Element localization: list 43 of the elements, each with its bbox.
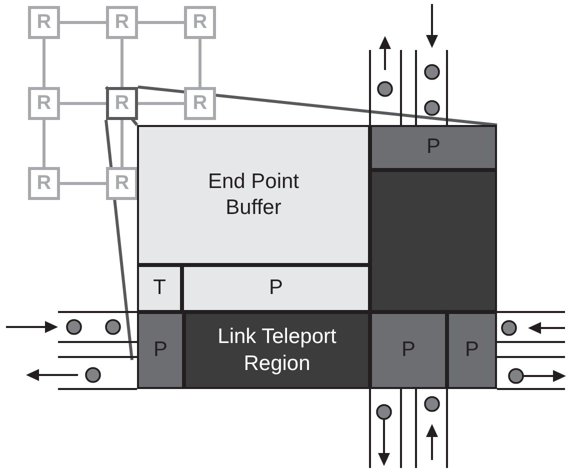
router-label: R xyxy=(114,91,130,116)
port-region xyxy=(137,312,184,389)
port-label: P xyxy=(464,337,479,364)
router-label: R xyxy=(114,171,130,196)
router-label: R xyxy=(36,91,52,116)
router-box xyxy=(106,167,138,200)
router-box xyxy=(28,167,60,200)
port-label: P xyxy=(153,337,168,364)
router-box xyxy=(28,87,60,120)
region-label: Link Teleport Region xyxy=(216,324,338,376)
buffer-region xyxy=(182,265,370,312)
link-line xyxy=(198,39,202,87)
router-label: R xyxy=(36,10,52,35)
region-block xyxy=(370,170,497,312)
router-label: R xyxy=(114,10,130,35)
link-line xyxy=(42,120,46,167)
link-line xyxy=(60,102,106,105)
port-region xyxy=(370,125,497,170)
port-label: P xyxy=(401,337,416,364)
router-box xyxy=(106,6,138,39)
router-label: R xyxy=(192,10,208,35)
link-line xyxy=(138,102,184,105)
link-line xyxy=(60,21,106,24)
region-label: End Point Buffer xyxy=(206,168,300,221)
link-line xyxy=(42,39,46,87)
link-line xyxy=(138,21,184,24)
buffer-region xyxy=(137,125,370,265)
region-label: T xyxy=(153,275,166,302)
link-line xyxy=(60,182,106,185)
port-region xyxy=(370,312,447,389)
region-label: P xyxy=(268,275,283,302)
router-box xyxy=(106,87,138,120)
router-box xyxy=(184,6,216,39)
router-label: R xyxy=(192,91,208,116)
buffer-region xyxy=(137,265,182,312)
teleport-region xyxy=(184,312,370,389)
link-line xyxy=(120,120,124,167)
link-line xyxy=(120,39,124,87)
port-label: P xyxy=(426,134,440,160)
router-box xyxy=(184,87,216,120)
port-region xyxy=(447,312,497,389)
router-label: R xyxy=(36,171,52,196)
router-box xyxy=(28,6,60,39)
